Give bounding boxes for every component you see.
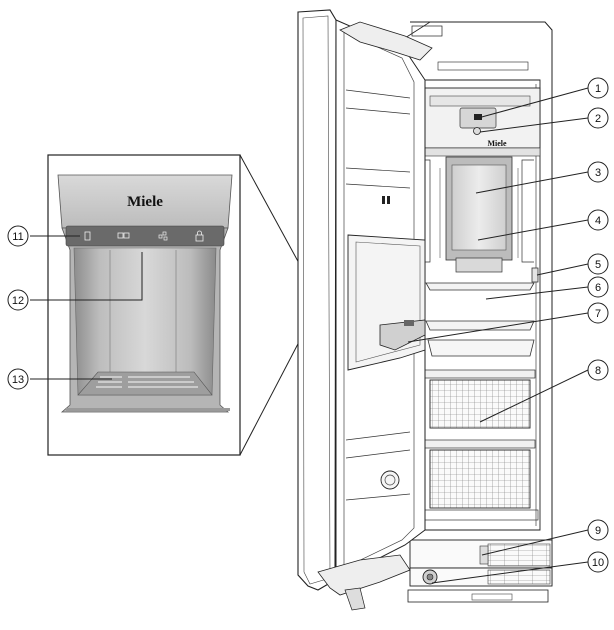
callout-13-label: 13 bbox=[12, 374, 24, 386]
inset-brand: Miele bbox=[127, 194, 163, 210]
callout-13 bbox=[7, 368, 29, 390]
callout-11-label: 11 bbox=[12, 231, 23, 243]
callout-1 bbox=[587, 77, 609, 99]
callout-2 bbox=[587, 107, 609, 129]
ice-cubes-icon[interactable] bbox=[117, 232, 130, 239]
top-hinge bbox=[339, 21, 433, 61]
ice-maker-sensor bbox=[473, 127, 481, 135]
plinth bbox=[407, 539, 553, 603]
callout-3 bbox=[587, 161, 609, 183]
callout-4-label: 4 bbox=[595, 215, 601, 227]
ventilation-grille bbox=[487, 543, 551, 567]
callout-8-label: 8 bbox=[595, 365, 601, 377]
callout-12 bbox=[7, 289, 29, 311]
door-dispenser-box bbox=[347, 234, 426, 371]
bottom-hinge bbox=[317, 554, 411, 596]
callout-5 bbox=[587, 253, 609, 275]
callout-10-label: 10 bbox=[592, 557, 604, 569]
callout-8 bbox=[587, 359, 609, 381]
callout-7 bbox=[587, 302, 609, 324]
callout-6 bbox=[587, 276, 609, 298]
appliance-brand: Miele bbox=[487, 139, 507, 148]
callout-12-label: 12 bbox=[12, 295, 24, 307]
callout-5-label: 5 bbox=[595, 259, 601, 271]
callout-9-label: 9 bbox=[595, 525, 601, 537]
lock-icon[interactable] bbox=[195, 230, 204, 242]
callout-2-label: 2 bbox=[595, 113, 601, 125]
callout-6-label: 6 bbox=[595, 282, 601, 294]
cup-icon[interactable] bbox=[84, 231, 91, 241]
callout-10 bbox=[587, 551, 609, 573]
glass-shelf bbox=[425, 267, 539, 357]
zoom-line-bottom bbox=[239, 339, 301, 456]
callout-11 bbox=[7, 225, 29, 247]
door-dispenser bbox=[379, 319, 426, 351]
callout-leaders bbox=[30, 87, 589, 584]
callout-markers: 1 2 3 4 5 6 7 8 9 10 11 12 13 bbox=[7, 77, 609, 573]
ice-bin bbox=[418, 156, 534, 273]
drip-tray bbox=[77, 371, 213, 396]
dispenser-housing bbox=[57, 174, 233, 413]
callout-9 bbox=[587, 519, 609, 541]
callout-4 bbox=[587, 209, 609, 231]
callout-7-label: 7 bbox=[595, 308, 601, 320]
callout-1-label: 1 bbox=[595, 83, 601, 95]
callout-3-label: 3 bbox=[595, 167, 601, 179]
zoom-line-top bbox=[239, 154, 301, 266]
freezer-baskets bbox=[421, 369, 539, 521]
freezer-door bbox=[297, 9, 433, 611]
inset-detail: Miele bbox=[47, 154, 301, 456]
ice-maker: Miele bbox=[419, 87, 541, 157]
crushed-ice-icon[interactable] bbox=[158, 231, 168, 241]
